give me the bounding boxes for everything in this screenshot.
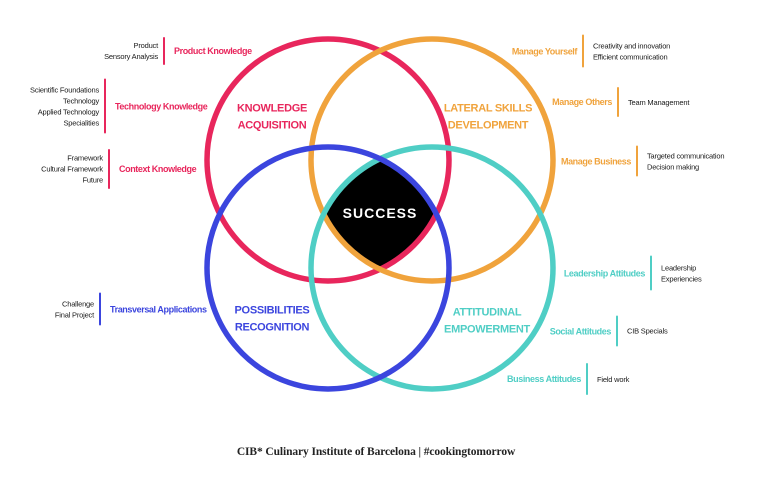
annotation-manage-others: Manage Others Team Management bbox=[552, 87, 690, 117]
annotation-manage-business: Manage Business Targeted communication D… bbox=[561, 145, 725, 177]
annotation-transversal: Challenge Final Project Transversal Appl… bbox=[55, 292, 207, 326]
attitudinal-title-line1: ATTITUDINAL bbox=[452, 306, 522, 319]
divider bbox=[650, 255, 652, 291]
possibilities-title-line1: POSSIBILITIES bbox=[234, 304, 310, 317]
success-core-shape bbox=[323, 158, 437, 270]
manage-others-details: Team Management bbox=[628, 97, 690, 107]
leadership-details: Leadership Experiencies bbox=[661, 263, 702, 283]
lateral-title-line2: DEVELOPMENT bbox=[447, 119, 529, 131]
annotation-manage-yourself: Manage Yourself Creativity and innovatio… bbox=[512, 34, 671, 68]
success-label: SUCCESS bbox=[342, 205, 418, 221]
divider bbox=[582, 34, 584, 68]
business-details: Field work bbox=[597, 374, 630, 384]
knowledge-circle bbox=[204, 36, 452, 284]
divider bbox=[104, 78, 106, 134]
manage-business-label: Manage Business bbox=[560, 156, 631, 166]
divider bbox=[616, 315, 618, 347]
transversal-details: Challenge Final Project bbox=[54, 299, 94, 319]
social-label: Social Attitudes bbox=[549, 326, 612, 336]
knowledge-title-line1: KNOWLEDGE bbox=[236, 102, 308, 115]
annotation-business: Business Attitudes Field work bbox=[507, 363, 630, 395]
technology-label: Technology Knowledge bbox=[115, 101, 208, 111]
product-details: Product Sensory Analysis bbox=[104, 41, 158, 61]
possibilities-circle bbox=[204, 144, 452, 392]
knowledge-title-line2: ACQUISITION bbox=[237, 119, 307, 131]
attitudinal-circle bbox=[308, 144, 556, 392]
possibilities-title-line2: RECOGNITION bbox=[234, 321, 310, 333]
divider bbox=[108, 149, 110, 189]
attitudinal-title-line2: EMPOWERMENT bbox=[444, 323, 530, 335]
divider bbox=[586, 363, 588, 395]
business-label: Business Attitudes bbox=[507, 374, 581, 384]
manage-yourself-details: Creativity and innovation Efficient comm… bbox=[593, 41, 671, 61]
lateral-title-line1: LATERAL SKILLS bbox=[443, 102, 533, 115]
annotation-social: Social Attitudes CIB Specials bbox=[550, 315, 668, 347]
product-label: Product Knowledge bbox=[174, 46, 252, 56]
lateral-circle bbox=[308, 36, 556, 284]
manage-others-label: Manage Others bbox=[552, 97, 612, 107]
knowledge-title: KNOWLEDGE ACQUISITION bbox=[237, 101, 307, 134]
possibilities-title: POSSIBILITIES RECOGNITION bbox=[235, 303, 310, 336]
social-details: CIB Specials bbox=[627, 326, 668, 336]
context-label: Context Knowledge bbox=[119, 164, 197, 174]
annotation-product: Product Sensory Analysis Product Knowled… bbox=[104, 37, 252, 65]
annotation-technology: Scientific Foundations Technology Applie… bbox=[30, 78, 208, 134]
attitudinal-title: ATTITUDINAL EMPOWERMENT bbox=[444, 305, 530, 338]
lateral-title: LATERAL SKILLS DEVELOPMENT bbox=[443, 101, 533, 134]
technology-details: Scientific Foundations Technology Applie… bbox=[30, 85, 99, 127]
manage-business-details: Targeted communication Decision making bbox=[647, 151, 725, 171]
footer-credit: CIB* Culinary Institute of Barcelona | #… bbox=[236, 446, 516, 458]
divider bbox=[617, 87, 619, 117]
divider bbox=[636, 145, 638, 177]
transversal-label: Transversal Applications bbox=[110, 304, 207, 314]
context-details: Framework Cultural Framework Future bbox=[41, 153, 103, 185]
manage-yourself-label: Manage Yourself bbox=[511, 46, 578, 56]
divider bbox=[163, 37, 165, 65]
annotation-context: Framework Cultural Framework Future Cont… bbox=[41, 149, 197, 189]
divider bbox=[99, 292, 101, 326]
leadership-label: Leadership Attitudes bbox=[563, 268, 646, 278]
annotation-leadership: Leadership Attitudes Leadership Experien… bbox=[564, 255, 702, 291]
